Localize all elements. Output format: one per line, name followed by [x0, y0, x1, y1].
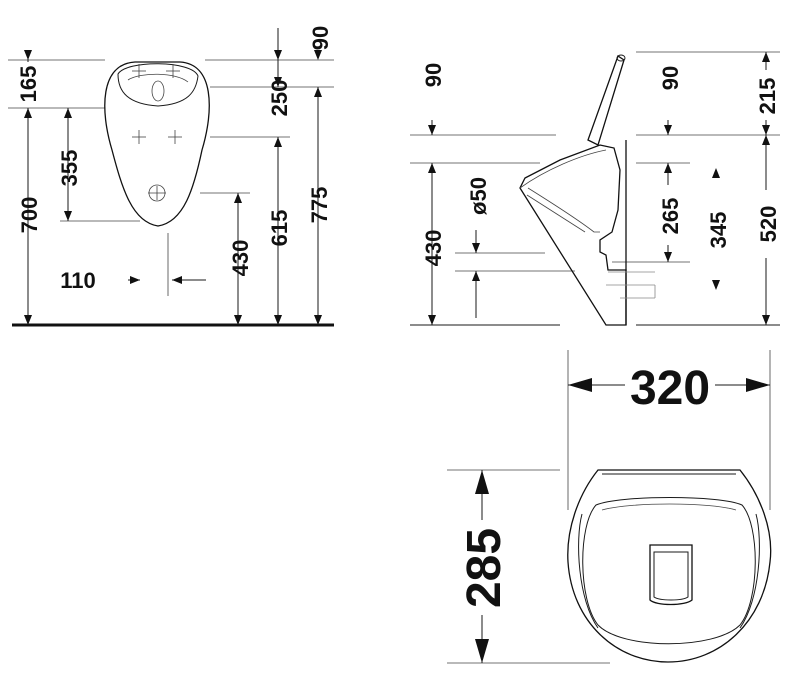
dim-265: 265: [658, 198, 683, 235]
urinal-front-outline: [104, 61, 210, 227]
dim-165: 165: [16, 66, 41, 103]
dim-430-side: 430: [421, 230, 446, 267]
side-view: 90 90 215 ø50 430 265 345 520: [410, 51, 781, 326]
dim-250: 250: [267, 80, 292, 117]
dim-520: 520: [756, 206, 781, 243]
dim-700: 700: [17, 197, 42, 234]
dim-355: 355: [57, 150, 82, 187]
dim-345: 345: [706, 212, 731, 249]
urinal-side-outline: [519, 144, 627, 326]
dim-90-side-right: 90: [658, 66, 683, 90]
dim-90-side-left: 90: [421, 63, 446, 87]
drain-grate: [649, 544, 693, 606]
dim-320: 320: [630, 362, 710, 415]
dim-285: 285: [458, 528, 511, 608]
urinal-top-outline: [567, 469, 772, 663]
top-view: 320 285: [447, 350, 772, 664]
dim-430-front: 430: [228, 240, 253, 277]
dim-215: 215: [755, 78, 780, 115]
dim-90-front: 90: [308, 26, 333, 50]
mounting-markers: [132, 64, 182, 200]
dim-diameter-50: ø50: [466, 177, 491, 215]
dim-775: 775: [307, 187, 332, 224]
front-view: 90 165 250 355 700 615 775 430 110: [8, 26, 334, 327]
dim-615: 615: [267, 210, 292, 247]
dim-110: 110: [60, 268, 96, 293]
urinal-lid: [587, 54, 625, 146]
